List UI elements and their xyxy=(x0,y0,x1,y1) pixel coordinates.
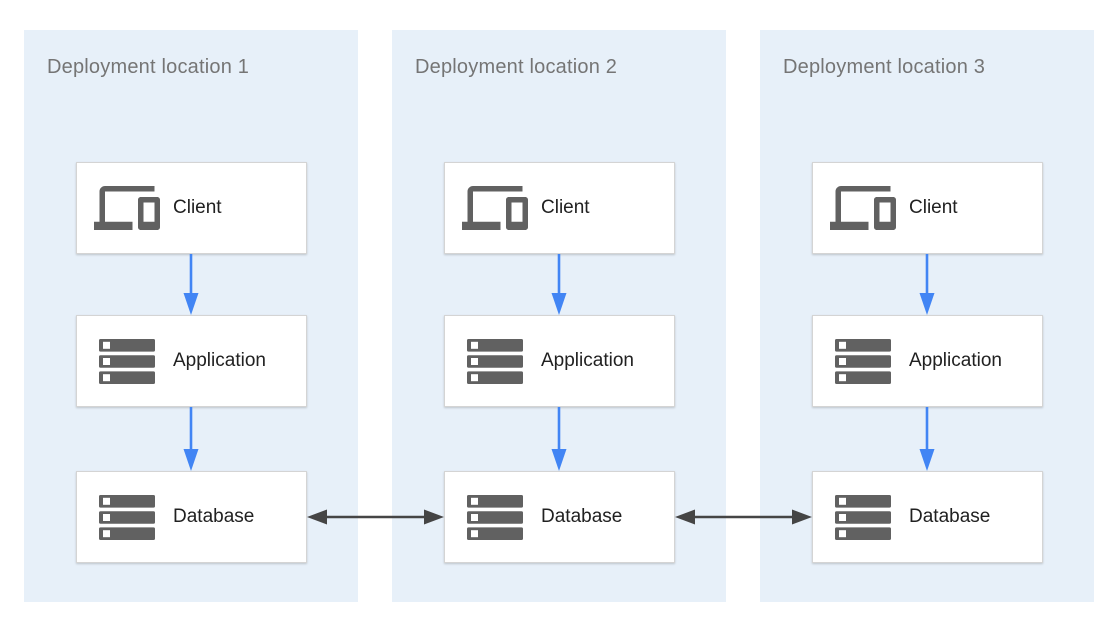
application-node: Application xyxy=(76,315,307,407)
application-label: Application xyxy=(541,350,634,371)
deployment-location-3-panel: Deployment location 3 Client Application xyxy=(760,30,1094,602)
database-label: Database xyxy=(541,506,623,527)
client-label: Client xyxy=(173,197,222,218)
database-sync-arrow-2-3 xyxy=(675,509,812,525)
database-label: Database xyxy=(909,506,991,527)
server-stack-icon xyxy=(829,494,897,540)
server-stack-icon xyxy=(93,494,161,540)
client-node: Client xyxy=(444,162,675,254)
client-label: Client xyxy=(541,197,590,218)
client-node: Client xyxy=(76,162,307,254)
application-to-database-arrow xyxy=(183,407,199,471)
deployment-location-1-panel: Deployment location 1 Client Application xyxy=(24,30,358,602)
database-label: Database xyxy=(173,506,255,527)
client-node: Client xyxy=(812,162,1043,254)
devices-icon xyxy=(829,175,897,241)
database-sync-arrow-1-2 xyxy=(307,509,444,525)
server-stack-icon xyxy=(93,338,161,384)
application-node: Application xyxy=(444,315,675,407)
client-to-application-arrow xyxy=(919,254,935,315)
deployment-location-2-panel: Deployment location 2 Client Application xyxy=(392,30,726,602)
client-to-application-arrow xyxy=(551,254,567,315)
client-label: Client xyxy=(909,197,958,218)
server-stack-icon xyxy=(829,338,897,384)
application-node: Application xyxy=(812,315,1043,407)
panel-1-title: Deployment location 1 xyxy=(47,56,250,78)
application-label: Application xyxy=(173,350,266,371)
panel-3-title: Deployment location 3 xyxy=(783,56,986,78)
devices-icon xyxy=(461,175,529,241)
panel-2-title: Deployment location 2 xyxy=(415,56,618,78)
application-to-database-arrow xyxy=(551,407,567,471)
database-node: Database xyxy=(76,471,307,563)
database-node: Database xyxy=(444,471,675,563)
devices-icon xyxy=(93,175,161,241)
application-to-database-arrow xyxy=(919,407,935,471)
server-stack-icon xyxy=(461,494,529,540)
application-label: Application xyxy=(909,350,1002,371)
server-stack-icon xyxy=(461,338,529,384)
client-to-application-arrow xyxy=(183,254,199,315)
database-node: Database xyxy=(812,471,1043,563)
